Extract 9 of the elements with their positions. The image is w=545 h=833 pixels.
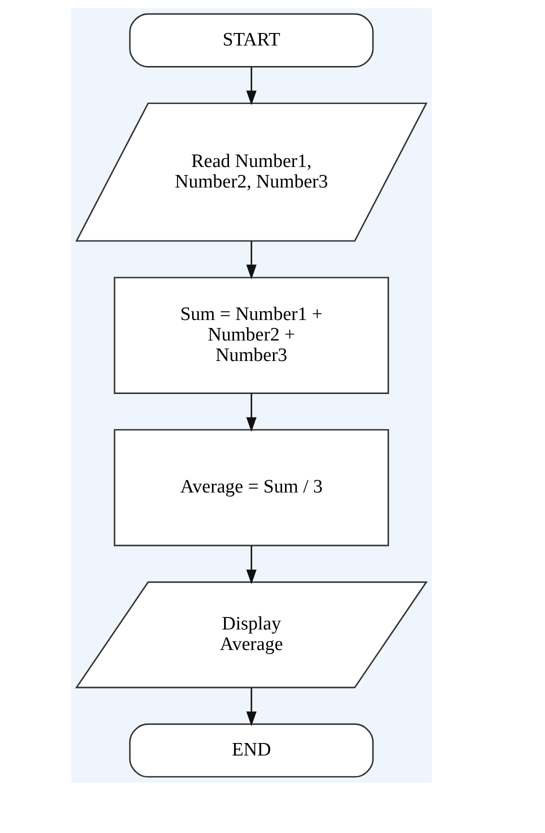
node-box: END (129, 723, 374, 778)
node-box: Sum = Number1 + Number2 + Number3 (114, 276, 390, 394)
node-box: START (129, 13, 374, 68)
arrow (246, 546, 257, 584)
arrow (246, 241, 257, 280)
arrow (246, 688, 257, 726)
arrow (246, 393, 257, 432)
arrow (246, 67, 257, 106)
node-box: Average = Sum / 3 (114, 429, 390, 546)
